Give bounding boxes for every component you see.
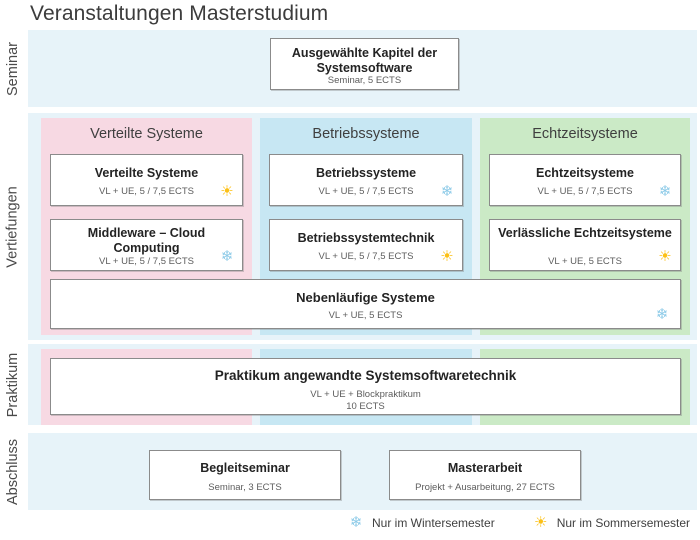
course-card-subtitle: VL + UE, 5 / 7,5 ECTS: [99, 186, 194, 197]
course-card-verlaessliche-echtzeitsysteme[interactable]: Verlässliche Echtzeitsysteme VL + UE, 5 …: [489, 219, 681, 271]
row-label-abschluss-text: Abschluss: [5, 438, 21, 505]
course-card-begleitseminar[interactable]: Begleitseminar Seminar, 3 ECTS: [149, 450, 341, 500]
course-card-title: Begleitseminar: [200, 461, 290, 475]
course-card-title: Echtzeitsysteme: [536, 166, 634, 180]
course-card-middleware-cloud-computing[interactable]: Middleware – Cloud Computing VL + UE, 5 …: [50, 219, 243, 271]
course-card-subtitle: VL + UE, 5 ECTS: [548, 256, 622, 267]
course-card-title: Masterarbeit: [447, 461, 523, 475]
sun-icon: ☀: [440, 248, 454, 265]
course-card-subtitle: Projekt + Ausarbeitung, 27 ECTS: [415, 482, 555, 493]
course-card-subtitle-line2: 10 ECTS: [346, 401, 385, 412]
course-card-subtitle: Seminar, 3 ECTS: [208, 482, 282, 493]
course-card-subtitle: VL + UE, 5 / 7,5 ECTS: [537, 186, 633, 197]
course-card-praktikum-angewandte-systemsoftwaretechnik[interactable]: Praktikum angewandte Systemsoftwaretechn…: [50, 358, 681, 415]
topic-column-heading-betriebssysteme: Betriebssysteme: [312, 126, 420, 142]
course-card-title: Betriebssystemtechnik: [297, 231, 435, 245]
course-card-title: Verlässliche Echtzeitsysteme: [498, 226, 672, 240]
course-card-subtitle: VL + UE + Blockpraktikum 10 ECTS: [57, 389, 674, 413]
sun-icon: ☀: [533, 514, 548, 531]
legend-label-wintersemester: Nur im Wintersemester: [372, 516, 495, 530]
course-card-nebenlaeufige-systeme[interactable]: Nebenläufige Systeme VL + UE, 5 ECTS ❄: [50, 279, 681, 329]
course-card-subtitle: Seminar, 5 ECTS: [327, 75, 402, 86]
course-card-echtzeitsysteme[interactable]: Echtzeitsysteme VL + UE, 5 / 7,5 ECTS ❄: [489, 154, 681, 206]
row-label-vertiefungen-text: Vertiefungen: [5, 185, 21, 268]
legend-item-sommersemester: ☀ Nur im Sommersemester: [533, 515, 690, 531]
course-card-subtitle: VL + UE, 5 / 7,5 ECTS: [318, 186, 414, 197]
course-card-title: Ausgewählte Kapitel der Systemsoftware: [291, 46, 438, 75]
course-card-betriebssystemtechnik[interactable]: Betriebssystemtechnik VL + UE, 5 / 7,5 E…: [269, 219, 463, 271]
row-label-praktikum: Praktikum: [0, 344, 26, 425]
row-label-abschluss: Abschluss: [0, 433, 26, 510]
legend-item-wintersemester: ❄ Nur im Wintersemester: [348, 515, 495, 531]
course-card-title: Verteilte Systeme: [94, 166, 199, 180]
snowflake-icon: ❄: [655, 306, 669, 323]
course-card-masterarbeit[interactable]: Masterarbeit Projekt + Ausarbeitung, 27 …: [389, 450, 581, 500]
course-card-betriebssysteme[interactable]: Betriebssysteme VL + UE, 5 / 7,5 ECTS ❄: [269, 154, 463, 206]
course-card-subtitle: VL + UE, 5 / 7,5 ECTS: [99, 256, 194, 267]
topic-column-heading-echtzeitsysteme: Echtzeitsysteme: [532, 126, 638, 142]
course-card-verteilte-systeme[interactable]: Verteilte Systeme VL + UE, 5 / 7,5 ECTS …: [50, 154, 243, 206]
course-card-ausgewaehlte-kapitel[interactable]: Ausgewählte Kapitel der Systemsoftware S…: [270, 38, 459, 90]
sun-icon: ☀: [220, 183, 234, 200]
course-card-title: Middleware – Cloud Computing: [87, 226, 206, 255]
course-card-subtitle: VL + UE, 5 / 7,5 ECTS: [318, 251, 414, 262]
snowflake-icon: ❄: [658, 183, 672, 200]
snowflake-icon: ❄: [349, 514, 363, 531]
course-card-subtitle: VL + UE, 5 ECTS: [328, 310, 403, 321]
row-label-seminar-text: Seminar: [5, 41, 21, 96]
course-card-title: Betriebssysteme: [315, 166, 417, 180]
row-label-praktikum-text: Praktikum: [5, 352, 21, 417]
legend: ❄ Nur im Wintersemester ☀ Nur im Sommers…: [348, 515, 690, 531]
row-band-abschluss: [28, 433, 697, 510]
row-label-vertiefungen: Vertiefungen: [0, 113, 26, 340]
page-title: Veranstaltungen Masterstudium: [30, 2, 329, 25]
legend-label-sommersemester: Nur im Sommersemester: [556, 516, 691, 530]
snowflake-icon: ❄: [220, 248, 234, 265]
sun-icon: ☀: [658, 248, 672, 265]
course-card-title: Praktikum angewandte Systemsoftwaretechn…: [214, 368, 517, 383]
course-card-subtitle-line1: VL + UE + Blockpraktikum: [310, 389, 421, 400]
snowflake-icon: ❄: [440, 183, 454, 200]
course-card-title: Nebenläufige Systeme: [296, 290, 435, 305]
topic-column-heading-verteilte-systeme: Verteilte Systeme: [90, 126, 203, 142]
row-label-seminar: Seminar: [0, 30, 26, 107]
